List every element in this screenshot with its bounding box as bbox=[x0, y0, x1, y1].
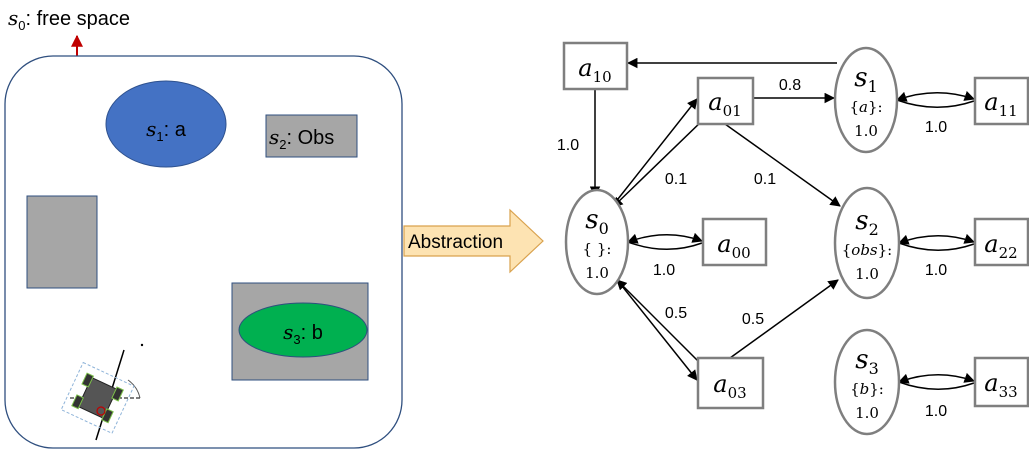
region-s1-label: s1: a bbox=[146, 117, 187, 144]
edge-label-a03-s0: 0.5 bbox=[665, 305, 687, 322]
action-a22: a22 bbox=[973, 217, 1029, 267]
action-a03: a03 bbox=[696, 356, 765, 410]
svg-text:1.0: 1.0 bbox=[855, 265, 879, 283]
edge-loop-s2-a22 bbox=[898, 233, 975, 245]
edge-a03-to-s2 bbox=[729, 279, 839, 359]
abstraction-arrow: Abstraction bbox=[403, 208, 544, 274]
obstacle-left bbox=[26, 195, 98, 289]
edge-loop-s0-a00 bbox=[627, 232, 703, 244]
region-s3-label: s3: b bbox=[283, 320, 323, 347]
svg-text:s2: s2 bbox=[855, 206, 879, 239]
edge-labels: 0.8 1.0 0.1 0.1 1.0 1.0 1.0 0.5 0.5 1.0 bbox=[557, 77, 947, 420]
obstacle-s2 bbox=[265, 114, 358, 158]
free-space-label: s0: free space bbox=[8, 6, 130, 33]
obstacle-s2-label: s2: Obs bbox=[269, 125, 334, 152]
svg-text:{ }:: { }: bbox=[583, 240, 612, 258]
environment-panel: s0: free space s1: a s2: Obs s3: b bbox=[4, 6, 403, 449]
edge-a03-to-s0 bbox=[616, 279, 704, 367]
svg-text:s1: s1 bbox=[854, 63, 878, 96]
edge-label-a10-s0: 1.0 bbox=[557, 137, 579, 154]
svg-text:1.0: 1.0 bbox=[585, 264, 609, 282]
svg-text:a10: a10 bbox=[578, 54, 611, 86]
svg-text:s0: s0 bbox=[585, 205, 609, 238]
graph-edges bbox=[589, 57, 975, 390]
edge-label-s1-a11: 1.0 bbox=[925, 119, 947, 136]
svg-text:{a}:: {a}: bbox=[849, 98, 882, 116]
svg-text:a22: a22 bbox=[984, 230, 1017, 262]
state-s1: s1 {a}: 1.0 bbox=[833, 46, 899, 154]
edge-label-s3-a33: 1.0 bbox=[925, 403, 947, 420]
edge-label-s2-a22: 1.0 bbox=[925, 262, 947, 279]
region-s1-a bbox=[105, 80, 227, 168]
edge-a01-to-s2 bbox=[724, 123, 841, 207]
action-a10: a10 bbox=[562, 41, 629, 91]
state-s2: s2 {obs}: 1.0 bbox=[833, 186, 901, 300]
edge-label-a01-s0: 0.1 bbox=[665, 171, 687, 188]
edge-label-s0-a00: 1.0 bbox=[653, 262, 675, 279]
region-s3-b bbox=[238, 302, 368, 358]
abstraction-graph: 0.8 1.0 0.1 0.1 1.0 1.0 1.0 0.5 0.5 1.0 … bbox=[557, 41, 1029, 436]
edge-s0-to-a01 bbox=[613, 98, 698, 205]
svg-text:{b}:: {b}: bbox=[850, 380, 884, 398]
action-a00: a00 bbox=[701, 217, 768, 267]
action-a11: a11 bbox=[973, 76, 1029, 126]
action-a01: a01 bbox=[696, 76, 755, 126]
state-s3: s3 {b}: 1.0 bbox=[833, 328, 901, 436]
svg-text:a03: a03 bbox=[713, 370, 746, 402]
svg-text:1.0: 1.0 bbox=[854, 122, 878, 140]
svg-text:a00: a00 bbox=[717, 230, 750, 262]
svg-text:1.0: 1.0 bbox=[855, 404, 879, 422]
state-s0: s0 { }: 1.0 bbox=[564, 188, 630, 296]
edge-loop-s1-a11 bbox=[896, 90, 975, 102]
edge-label-a01-s2: 0.1 bbox=[754, 171, 776, 188]
svg-text:a01: a01 bbox=[708, 88, 741, 120]
edge-s0-to-a03 bbox=[613, 275, 698, 381]
svg-text:a11: a11 bbox=[984, 88, 1017, 120]
svg-text:{obs}:: {obs}: bbox=[842, 241, 893, 259]
abstraction-label: Abstraction bbox=[408, 232, 503, 253]
edge-loop-s3-a33 bbox=[898, 372, 975, 384]
svg-text:a33: a33 bbox=[984, 369, 1017, 401]
svg-text:s3: s3 bbox=[855, 345, 879, 378]
edge-a01-to-s0 bbox=[612, 117, 706, 208]
edge-label-a03-s2: 0.5 bbox=[742, 311, 764, 328]
action-a33: a33 bbox=[973, 356, 1029, 408]
edge-label-a01-s1: 0.8 bbox=[779, 77, 801, 94]
